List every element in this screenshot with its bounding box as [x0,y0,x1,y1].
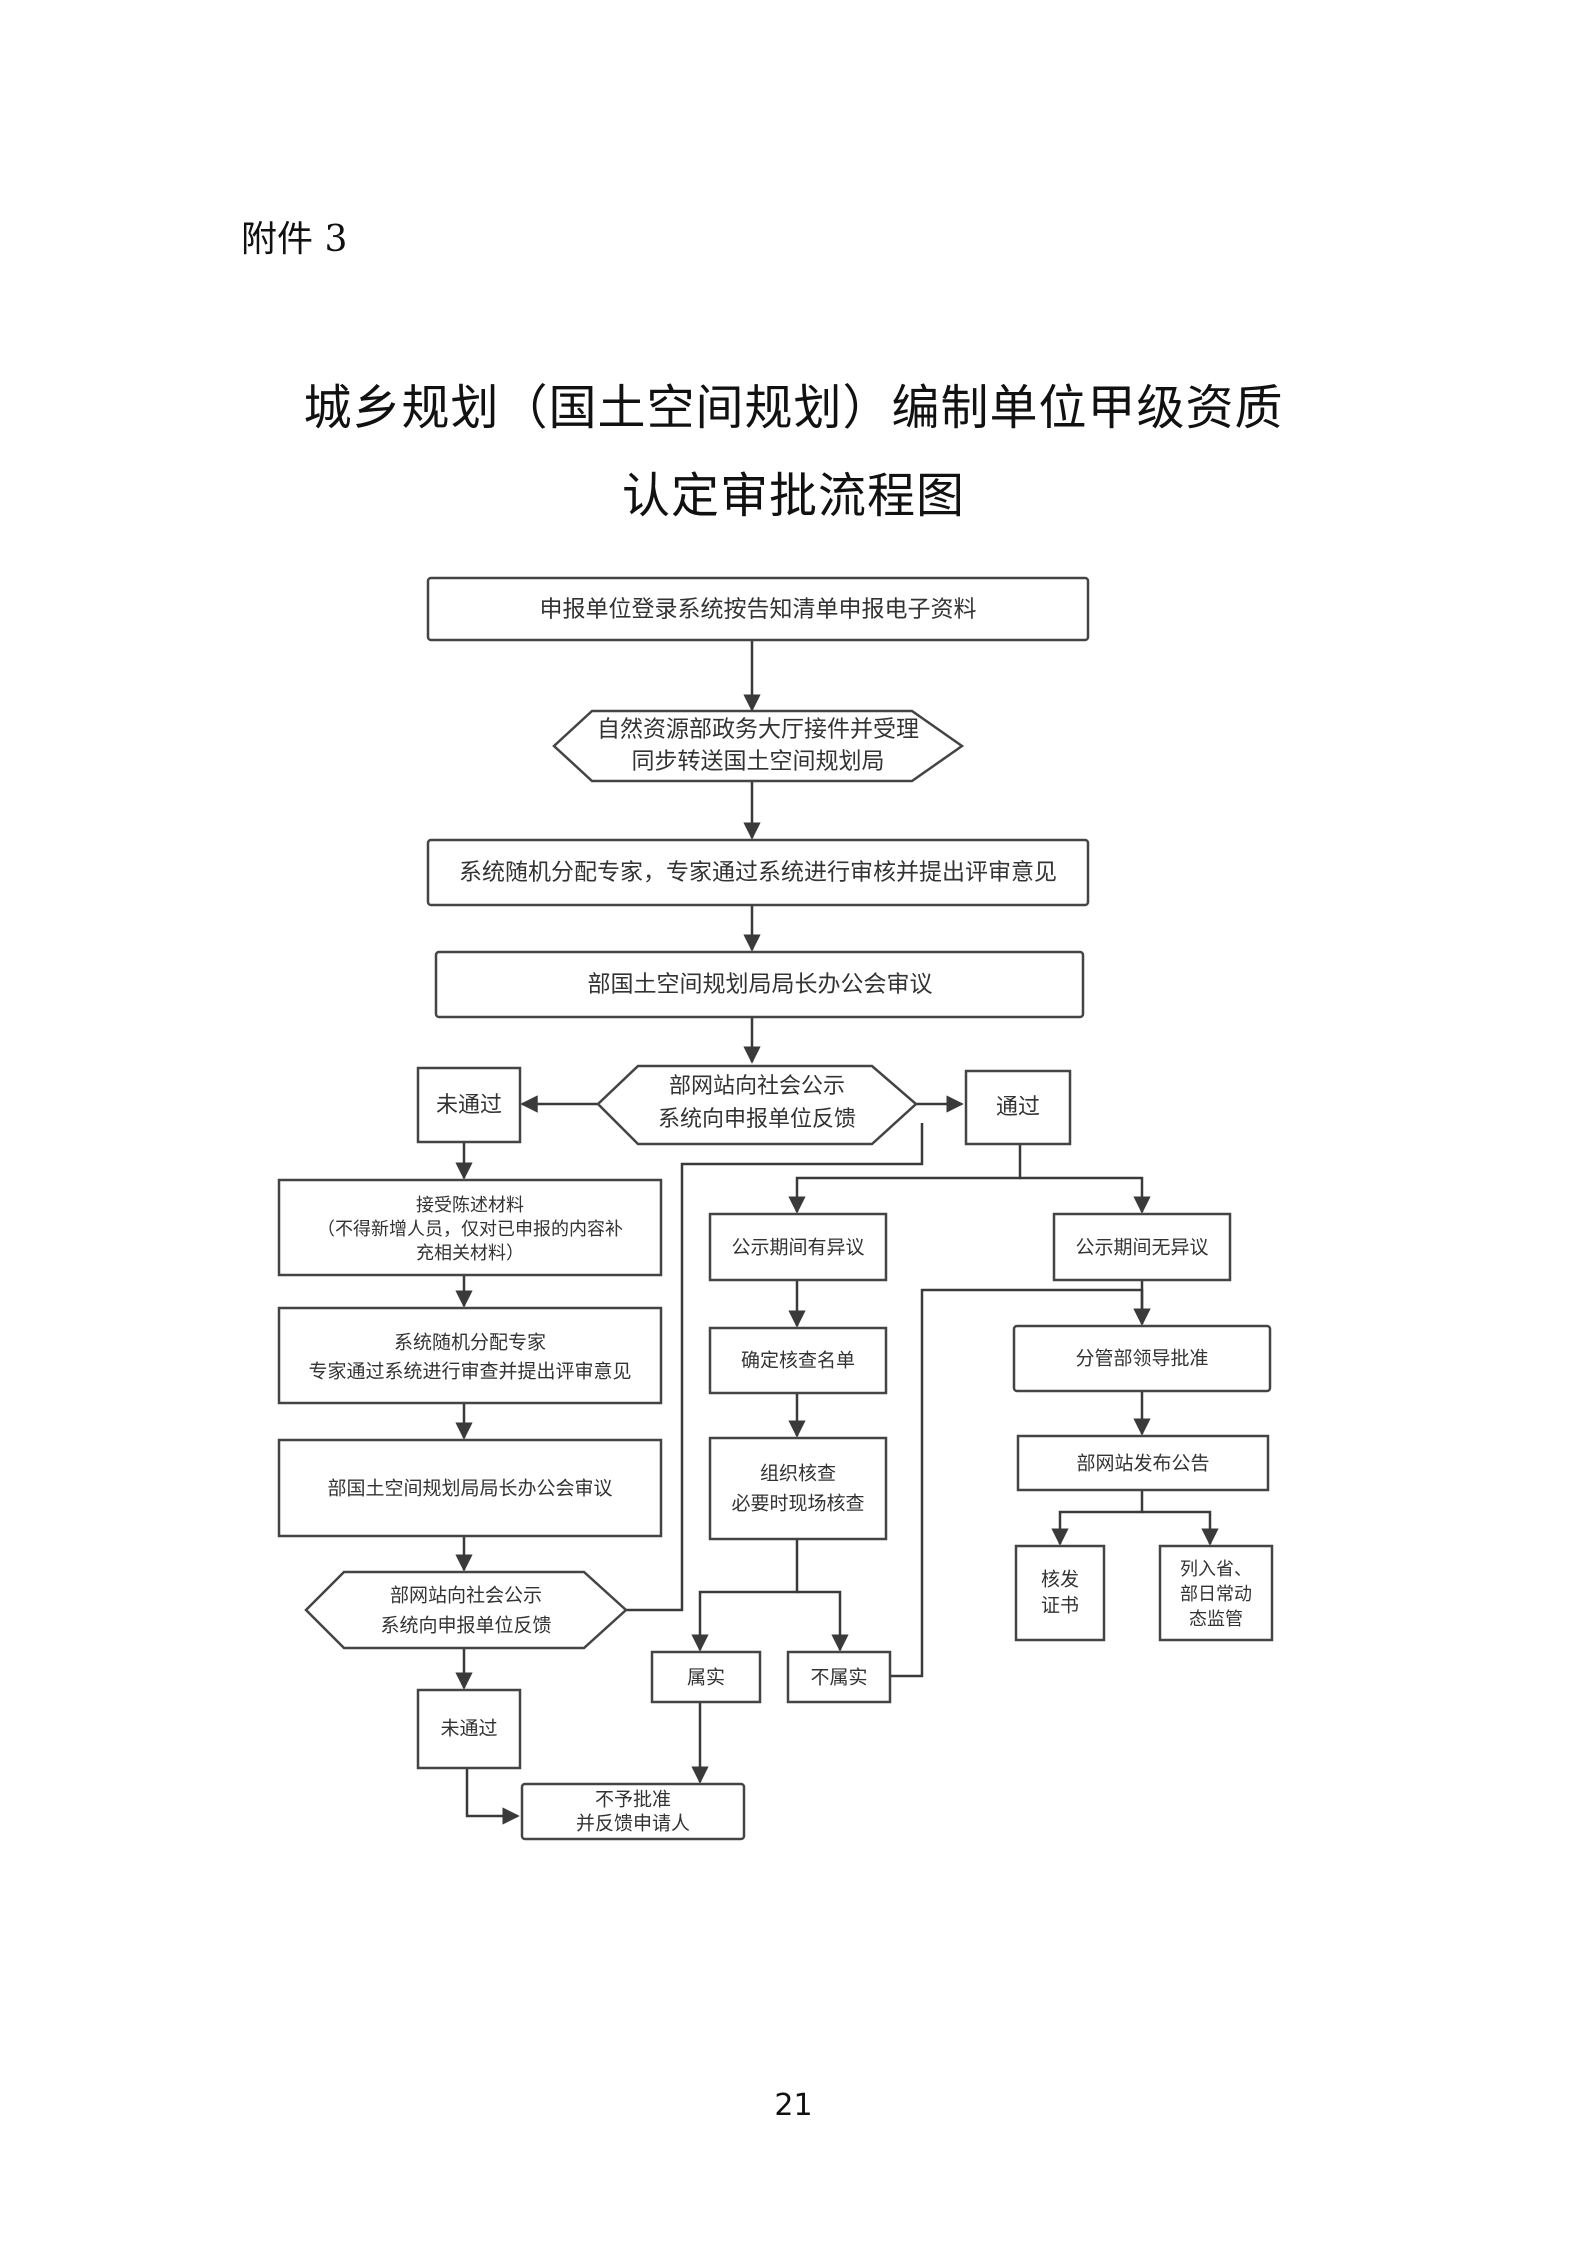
node-objection [708,1212,888,1282]
node-publicity [596,1064,918,1146]
label-appeal-line1: 接受陈述材料 [416,1195,524,1216]
node-announce [1016,1434,1270,1492]
label-check-list: 确定核查名单 [741,1350,855,1372]
connectors [455,640,1219,1825]
arrow-organize-to-true [691,1539,799,1652]
label-no-objection: 公示期间无异议 [1075,1237,1208,1259]
page-title-line1: 城乡规划（国土空间规划）编制单位甲级资质 [303,380,1284,436]
node-meeting [434,950,1085,1019]
line-publicity2-to-publicity [622,1123,924,1612]
node-pass-right [964,1069,1072,1146]
label-accept-line1: 自然资源部政务大厅接件并受理 [597,717,919,743]
label-cert-line1: 核发 [1041,1569,1079,1591]
label-approve: 分管部领导批准 [1075,1348,1208,1370]
label-supervise-line2: 部日常动 [1180,1584,1252,1605]
label-fail-left: 未通过 [436,1093,502,1118]
node-not-true [786,1650,892,1704]
label-publicity-line2: 系统向申报单位反馈 [658,1107,856,1132]
label-publicity-line1: 部网站向社会公示 [669,1074,845,1099]
node-fail2 [416,1688,522,1770]
arrow-fail2-to-reject [465,1768,520,1825]
label-publicity2-line2: 系统向申报单位反馈 [380,1615,551,1637]
node-approve [1012,1324,1272,1393]
arrow-pass-to-no-objection [1020,1176,1151,1214]
node-expert [426,838,1090,907]
node-expert2 [277,1306,663,1405]
arrow-organize-to-not-true [797,1590,849,1652]
label-appeal-line3: 充相关材料） [416,1243,524,1264]
label-supervise-line1: 列入省、 [1180,1559,1252,1580]
label-accept-line2: 同步转送国土空间规划局 [632,749,885,775]
node-supervise [1158,1544,1274,1642]
node-submit [426,576,1090,642]
node-accept [552,709,965,783]
label-true: 属实 [687,1667,725,1689]
node-cert [1014,1544,1106,1642]
arrow-announce-to-cert [1051,1490,1144,1546]
page-number: 21 [774,2088,813,2123]
arrow-pass-to-objection [788,1144,1022,1214]
node-meeting2 [277,1438,663,1538]
attachment-label: 附件 3 [241,219,348,260]
label-publicity2-line1: 部网站向社会公示 [390,1585,542,1607]
label-pass-right: 通过 [996,1095,1040,1120]
label-supervise-line3: 态监管 [1189,1609,1243,1630]
label-expert2-line2: 专家通过系统进行审查并提出评审意见 [308,1361,631,1383]
node-fail-left [416,1066,522,1144]
label-reject-line2: 并反馈申请人 [576,1813,690,1835]
label-expert: 系统随机分配专家，专家通过系统进行审核并提出评审意见 [459,860,1057,886]
label-meeting: 部国土空间规划局局长办公会审议 [588,972,933,998]
label-announce: 部网站发布公告 [1076,1453,1209,1475]
label-organize-line1: 组织核查 [760,1463,836,1485]
page-title-line2: 认定审批流程图 [621,468,965,524]
label-not-true: 不属实 [810,1667,867,1689]
label-objection: 公示期间有异议 [731,1237,864,1259]
label-reject-line1: 不予批准 [595,1789,671,1811]
label-submit: 申报单位登录系统按告知清单申报电子资料 [540,597,977,623]
node-publicity2 [304,1570,628,1650]
label-appeal-line2: （不得新增人员，仅对已申报的内容补 [317,1219,623,1240]
node-no-objection [1052,1212,1232,1282]
label-cert-line2: 证书 [1041,1595,1079,1617]
arrow-announce-to-supervise [1142,1510,1219,1546]
label-fail2: 未通过 [440,1718,497,1740]
label-organize-line2: 必要时现场核查 [731,1493,864,1515]
node-check-list [708,1326,888,1395]
label-expert2-line1: 系统随机分配专家 [394,1332,546,1354]
node-reject [520,1782,746,1841]
node-appeal [277,1178,663,1277]
node-organize [708,1436,888,1541]
node-true [650,1650,762,1704]
label-meeting2: 部国土空间规划局局长办公会审议 [327,1478,612,1500]
